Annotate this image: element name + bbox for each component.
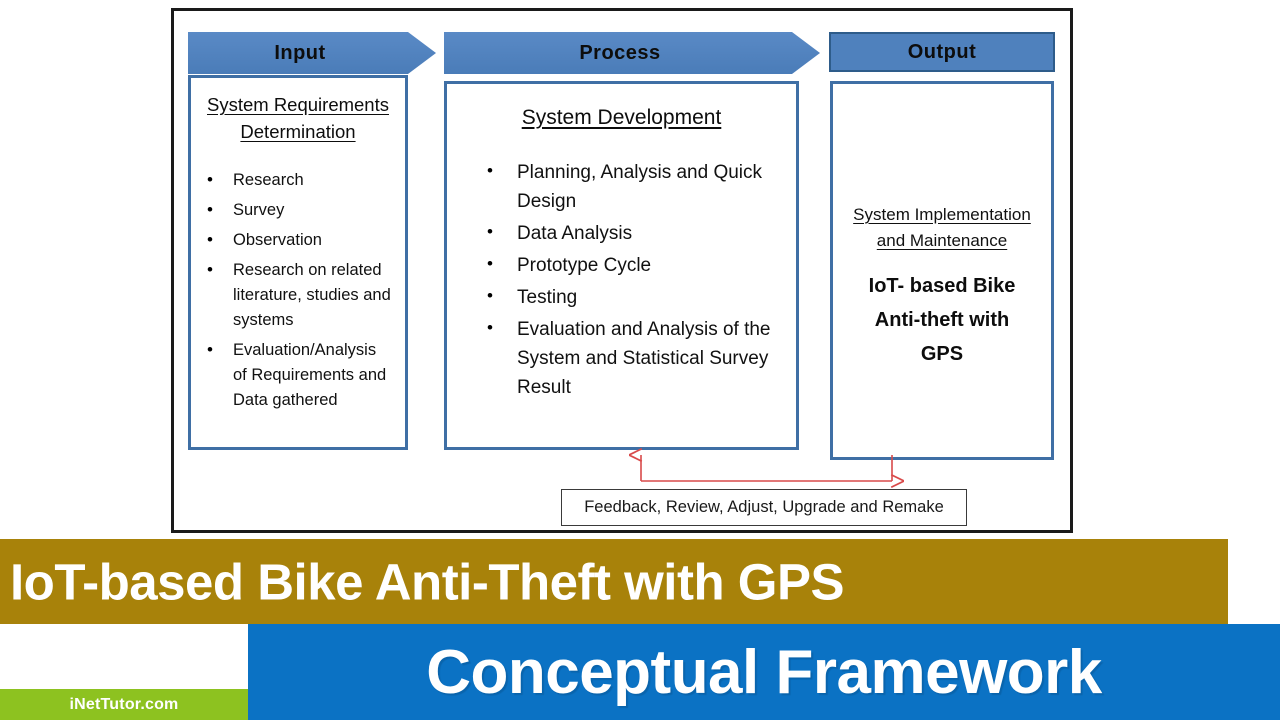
feedback-box: Feedback, Review, Adjust, Upgrade and Re…: [561, 489, 967, 526]
list-item: Evaluation and Analysis of the System an…: [487, 315, 784, 403]
subtitle-banner: Conceptual Framework: [248, 624, 1280, 720]
list-item: Testing: [487, 283, 784, 313]
brand-label: iNetTutor.com: [69, 695, 179, 713]
column-header-output: Output: [829, 32, 1055, 72]
input-box-title: System Requirements Determination: [207, 94, 389, 142]
list-item: Data Analysis: [487, 219, 784, 249]
column-header-process: Process: [444, 32, 820, 74]
list-item: Research on related literature, studies …: [207, 257, 393, 333]
list-item: Research: [207, 167, 393, 193]
list-item: Prototype Cycle: [487, 251, 784, 281]
banner-subtitle: Conceptual Framework: [426, 637, 1102, 707]
list-item: Survey: [207, 197, 393, 223]
column-header-input: Input: [188, 32, 436, 74]
title-banner: IoT-based Bike Anti-Theft with GPS: [0, 539, 1228, 624]
process-item-list: Planning, Analysis and Quick Design Data…: [487, 158, 784, 403]
list-item: Observation: [207, 227, 393, 253]
logo-green-band: iNetTutor.com: [0, 689, 248, 720]
output-box-result: IoT- based Bike Anti-theft with GPS: [868, 275, 1016, 365]
input-item-list: Research Survey Observation Research on …: [207, 167, 393, 414]
input-box: System Requirements Determination Resear…: [188, 75, 408, 450]
logo-block: iNetTutor.com: [0, 624, 248, 720]
output-box-content: System Implementation and Maintenance Io…: [833, 202, 1051, 371]
column-header-input-label: Input: [274, 41, 326, 64]
feedback-label: Feedback, Review, Adjust, Upgrade and Re…: [584, 498, 944, 516]
conceptual-framework-diagram: Input Process Output System Requirements…: [171, 8, 1073, 533]
output-box: System Implementation and Maintenance Io…: [830, 81, 1054, 460]
list-item: Evaluation/Analysis of Requirements and …: [207, 337, 393, 413]
column-header-process-label: Process: [579, 41, 661, 64]
list-item: Planning, Analysis and Quick Design: [487, 158, 784, 217]
output-box-subtitle: System Implementation and Maintenance: [853, 205, 1031, 250]
process-box-title: System Development: [521, 106, 722, 129]
banner-title: IoT-based Bike Anti-Theft with GPS: [10, 553, 845, 610]
column-header-output-label: Output: [907, 40, 977, 63]
process-box: System Development Planning, Analysis an…: [444, 81, 799, 450]
